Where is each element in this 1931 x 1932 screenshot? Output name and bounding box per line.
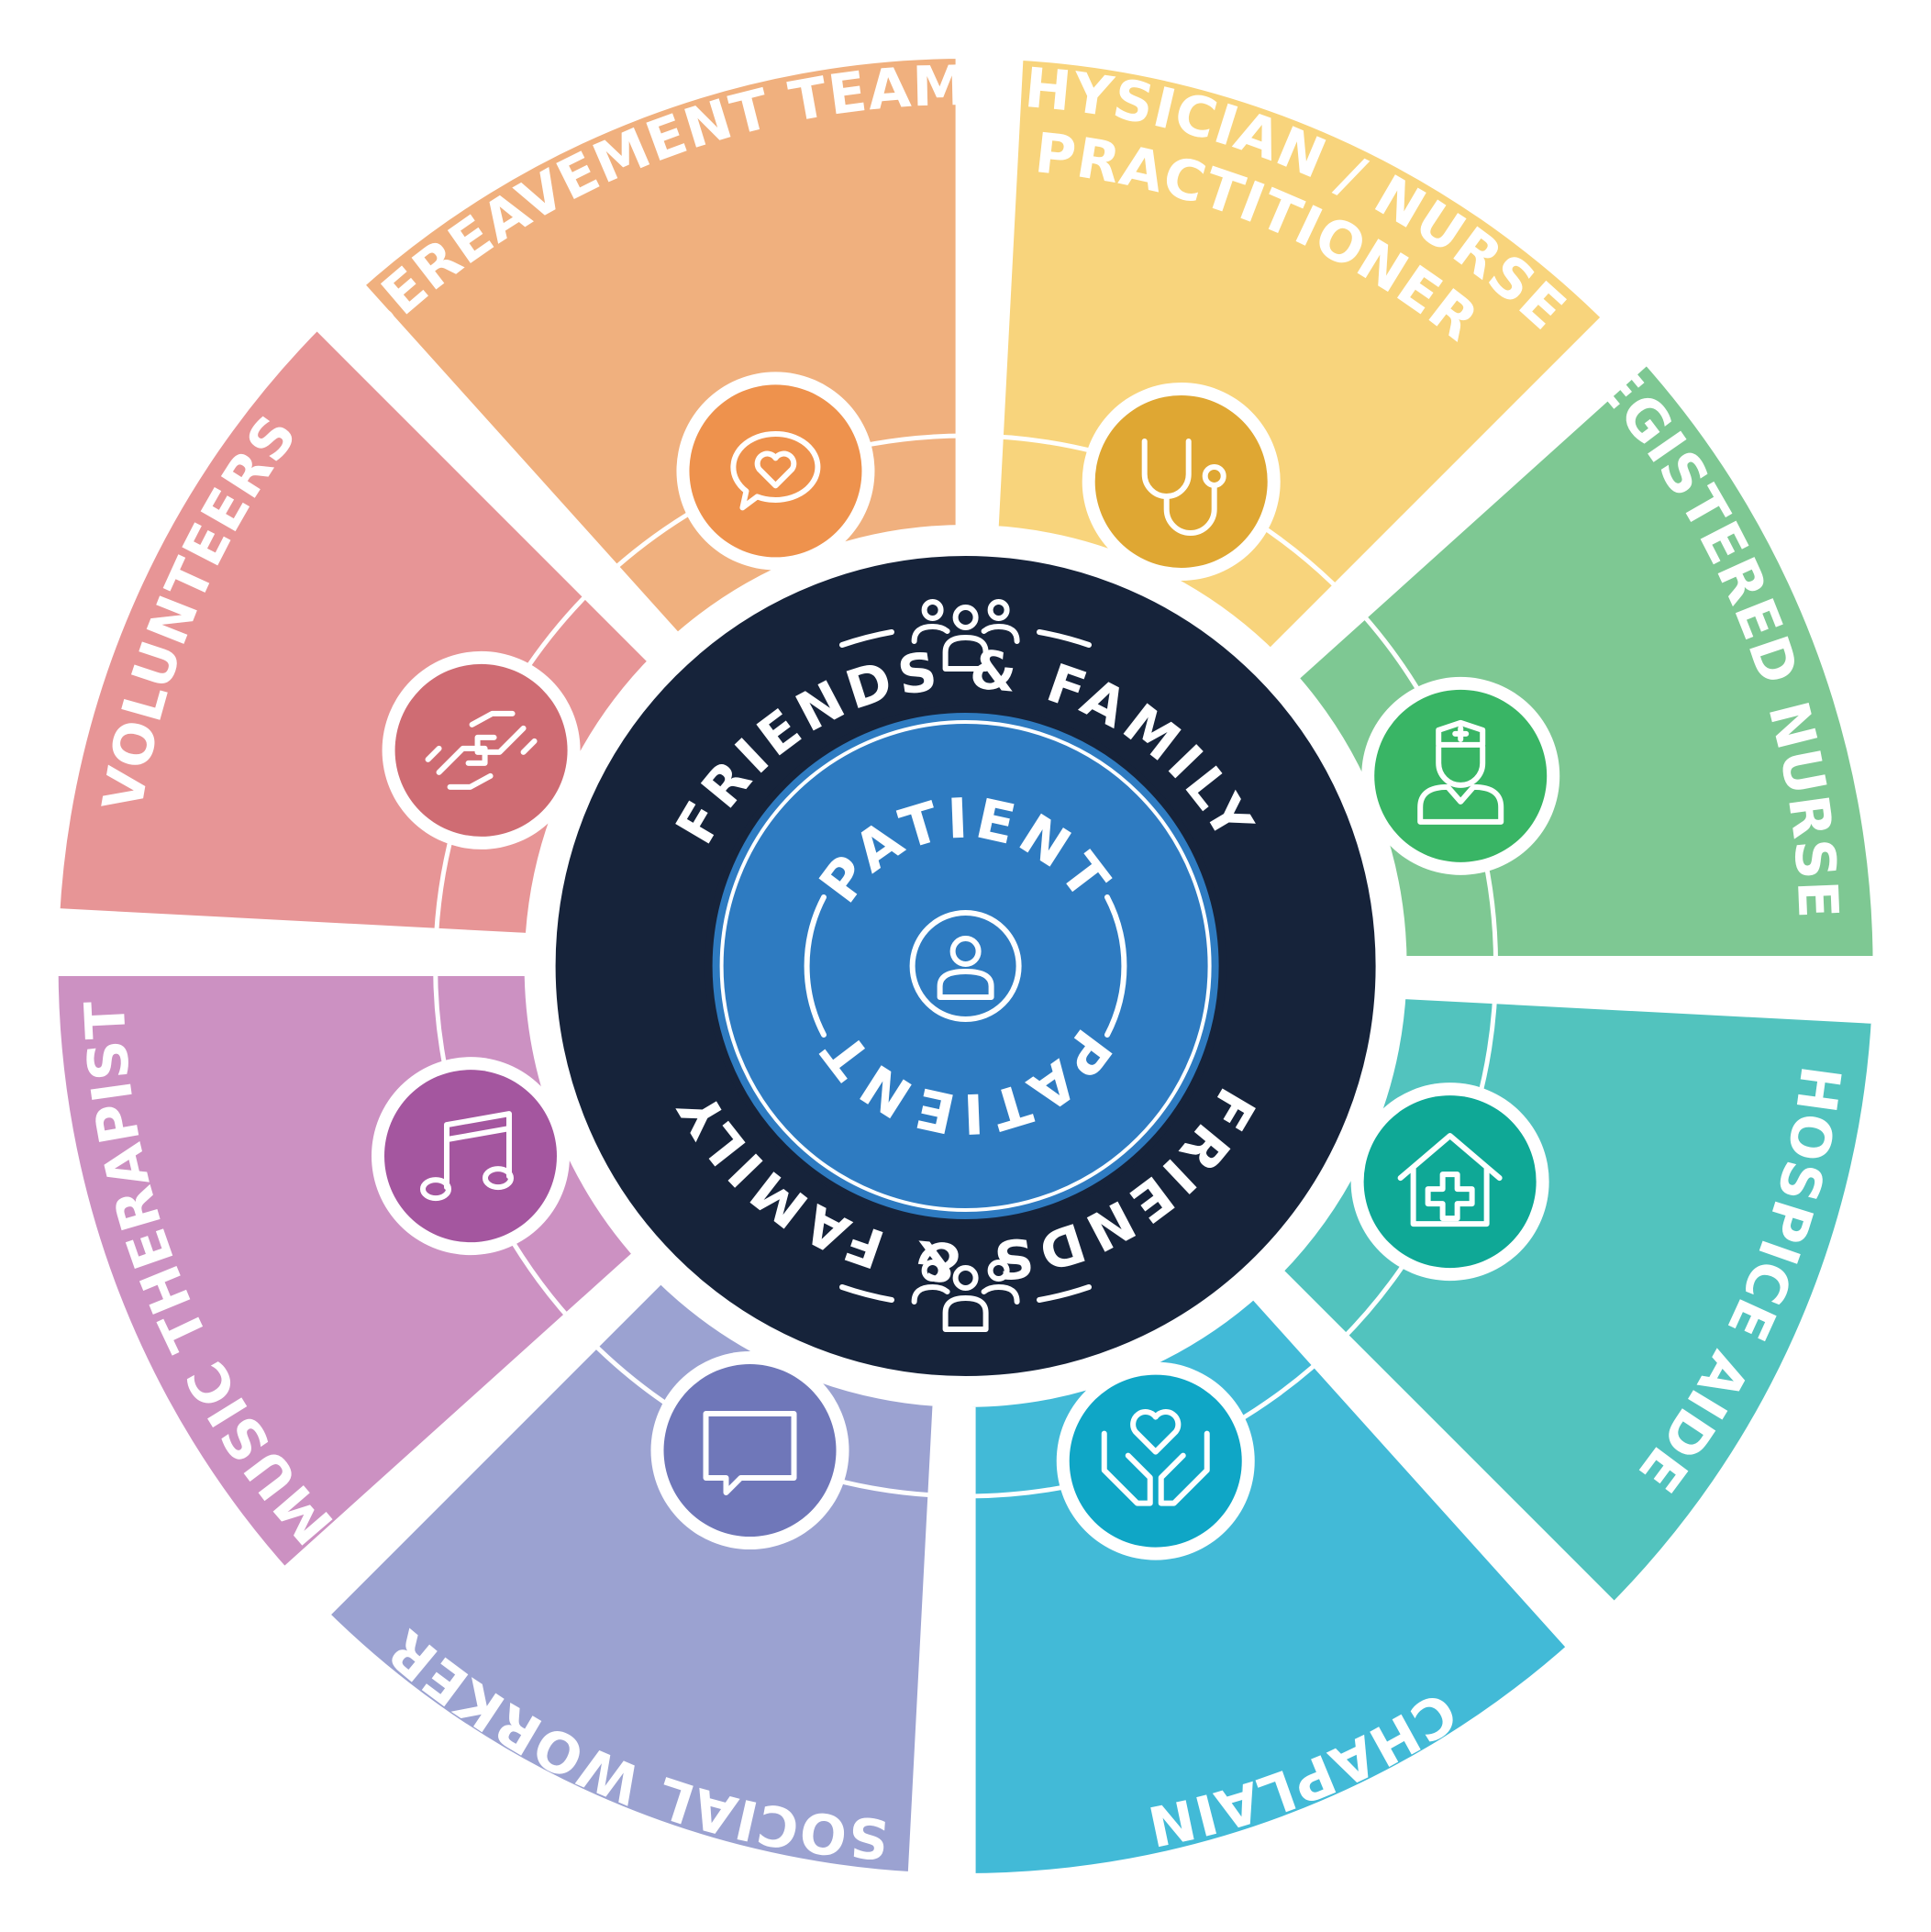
person-icon bbox=[909, 910, 1022, 1022]
badge-disc bbox=[1069, 1374, 1242, 1548]
house-medical-icon bbox=[1397, 1133, 1503, 1227]
badge-hospice-aide bbox=[1350, 1083, 1549, 1282]
group-icon bbox=[911, 1260, 1020, 1332]
badge-disc bbox=[383, 1070, 557, 1243]
hands-heart-icon bbox=[1101, 1409, 1210, 1506]
badge-volunteers bbox=[382, 650, 581, 849]
badge-registered-nurse bbox=[1361, 676, 1560, 875]
badge-disc bbox=[1094, 394, 1268, 568]
connector-ring bbox=[433, 433, 1499, 1499]
helping-hands-icon bbox=[425, 710, 538, 790]
stethoscope-icon bbox=[1141, 438, 1226, 536]
patient-core: PATIENT PATIENT bbox=[705, 705, 1226, 1227]
badge-physician-nurse bbox=[1082, 382, 1281, 581]
nurse-icon bbox=[1417, 719, 1504, 825]
badge-chaplain bbox=[1056, 1361, 1255, 1560]
music-note-icon bbox=[419, 1111, 514, 1202]
badge-disc bbox=[1374, 689, 1548, 862]
badge-disc bbox=[689, 384, 862, 558]
group-icon bbox=[911, 599, 1020, 672]
badge-social-worker bbox=[650, 1351, 849, 1550]
badge-bereavement-team bbox=[676, 372, 875, 571]
speech-heart-icon bbox=[730, 431, 821, 511]
badge-music-therapist bbox=[371, 1057, 570, 1256]
badge-disc bbox=[1363, 1095, 1537, 1269]
badge-disc bbox=[663, 1364, 837, 1538]
chat-bubble-icon bbox=[703, 1411, 797, 1496]
